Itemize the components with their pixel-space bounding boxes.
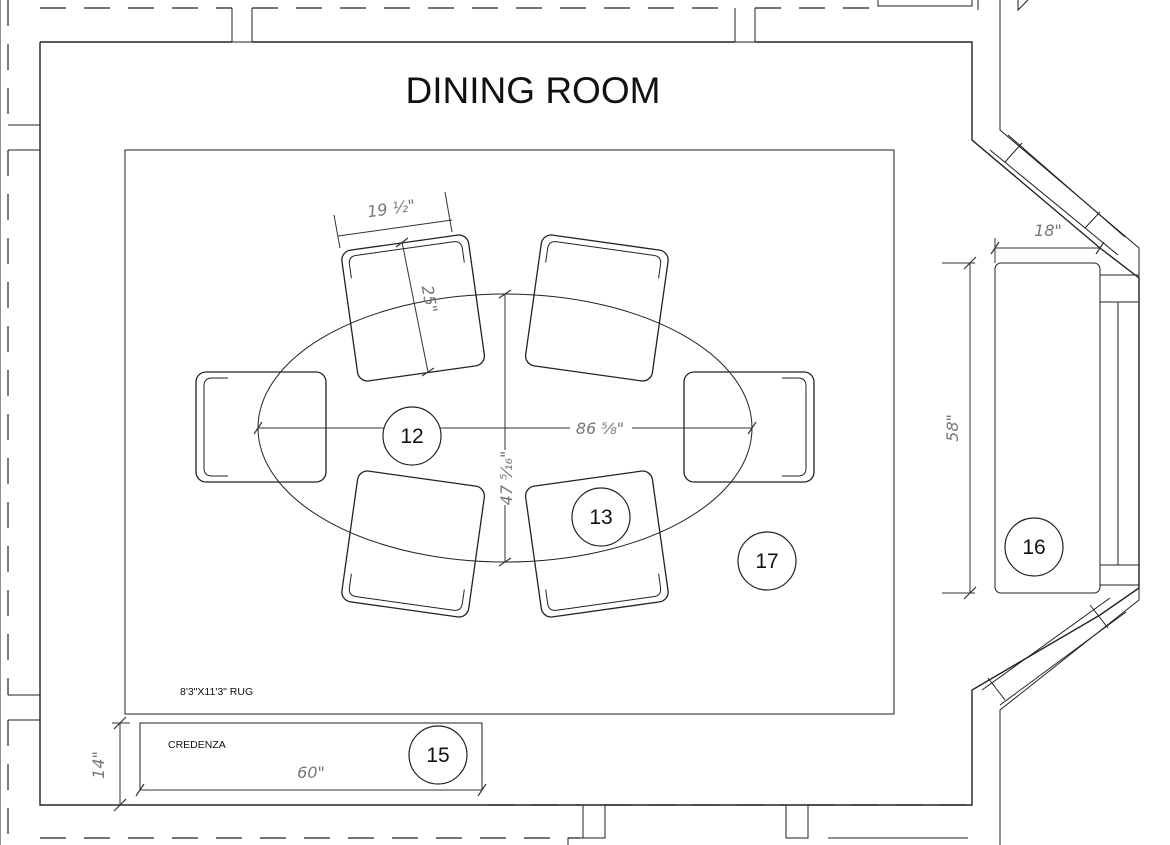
tag-17: 17 bbox=[737, 531, 797, 591]
chair-top-right bbox=[524, 234, 669, 382]
credenza-label: CREDENZA bbox=[168, 739, 226, 751]
svg-text:12: 12 bbox=[400, 425, 423, 448]
room-title: DINING ROOM bbox=[406, 70, 661, 111]
chair-left-end bbox=[195, 371, 327, 483]
tag-16: 16 bbox=[1004, 517, 1064, 577]
rug bbox=[124, 149, 895, 715]
item-tags: 12 13 15 16 17 bbox=[382, 406, 1064, 785]
svg-text:15: 15 bbox=[426, 744, 449, 767]
svg-text:17: 17 bbox=[755, 550, 778, 573]
table-width-dim: 47 ⁵⁄₁₆" bbox=[497, 451, 516, 506]
table-length-dim: 86 ⅝" bbox=[576, 419, 624, 438]
table-dimensions: 86 ⅝" 47 ⁵⁄₁₆" bbox=[253, 289, 757, 567]
tag-15: 15 bbox=[408, 725, 468, 785]
chair-width-dim: 19 ½" bbox=[366, 196, 416, 222]
svg-text:16: 16 bbox=[1022, 536, 1045, 559]
chair-right-end bbox=[683, 371, 815, 483]
credenza-length-dim: 60" bbox=[297, 763, 325, 782]
chair-bottom-left bbox=[341, 470, 486, 618]
walls bbox=[0, 0, 1140, 845]
tag-13: 13 bbox=[571, 487, 631, 547]
bench: 58" 18" bbox=[942, 221, 1105, 600]
rug-label: 8'3"X11'3" RUG bbox=[180, 686, 253, 698]
chair-top-left bbox=[341, 234, 486, 382]
bench-length-dim: 58" bbox=[943, 414, 962, 442]
credenza-depth-dim: 14" bbox=[89, 751, 108, 779]
tag-12: 12 bbox=[382, 406, 442, 466]
bench-depth-dim: 18" bbox=[1034, 221, 1062, 240]
chair-depth-dim: 25" bbox=[418, 284, 442, 315]
svg-text:13: 13 bbox=[589, 506, 612, 529]
credenza: CREDENZA 60" 14" bbox=[89, 716, 487, 812]
